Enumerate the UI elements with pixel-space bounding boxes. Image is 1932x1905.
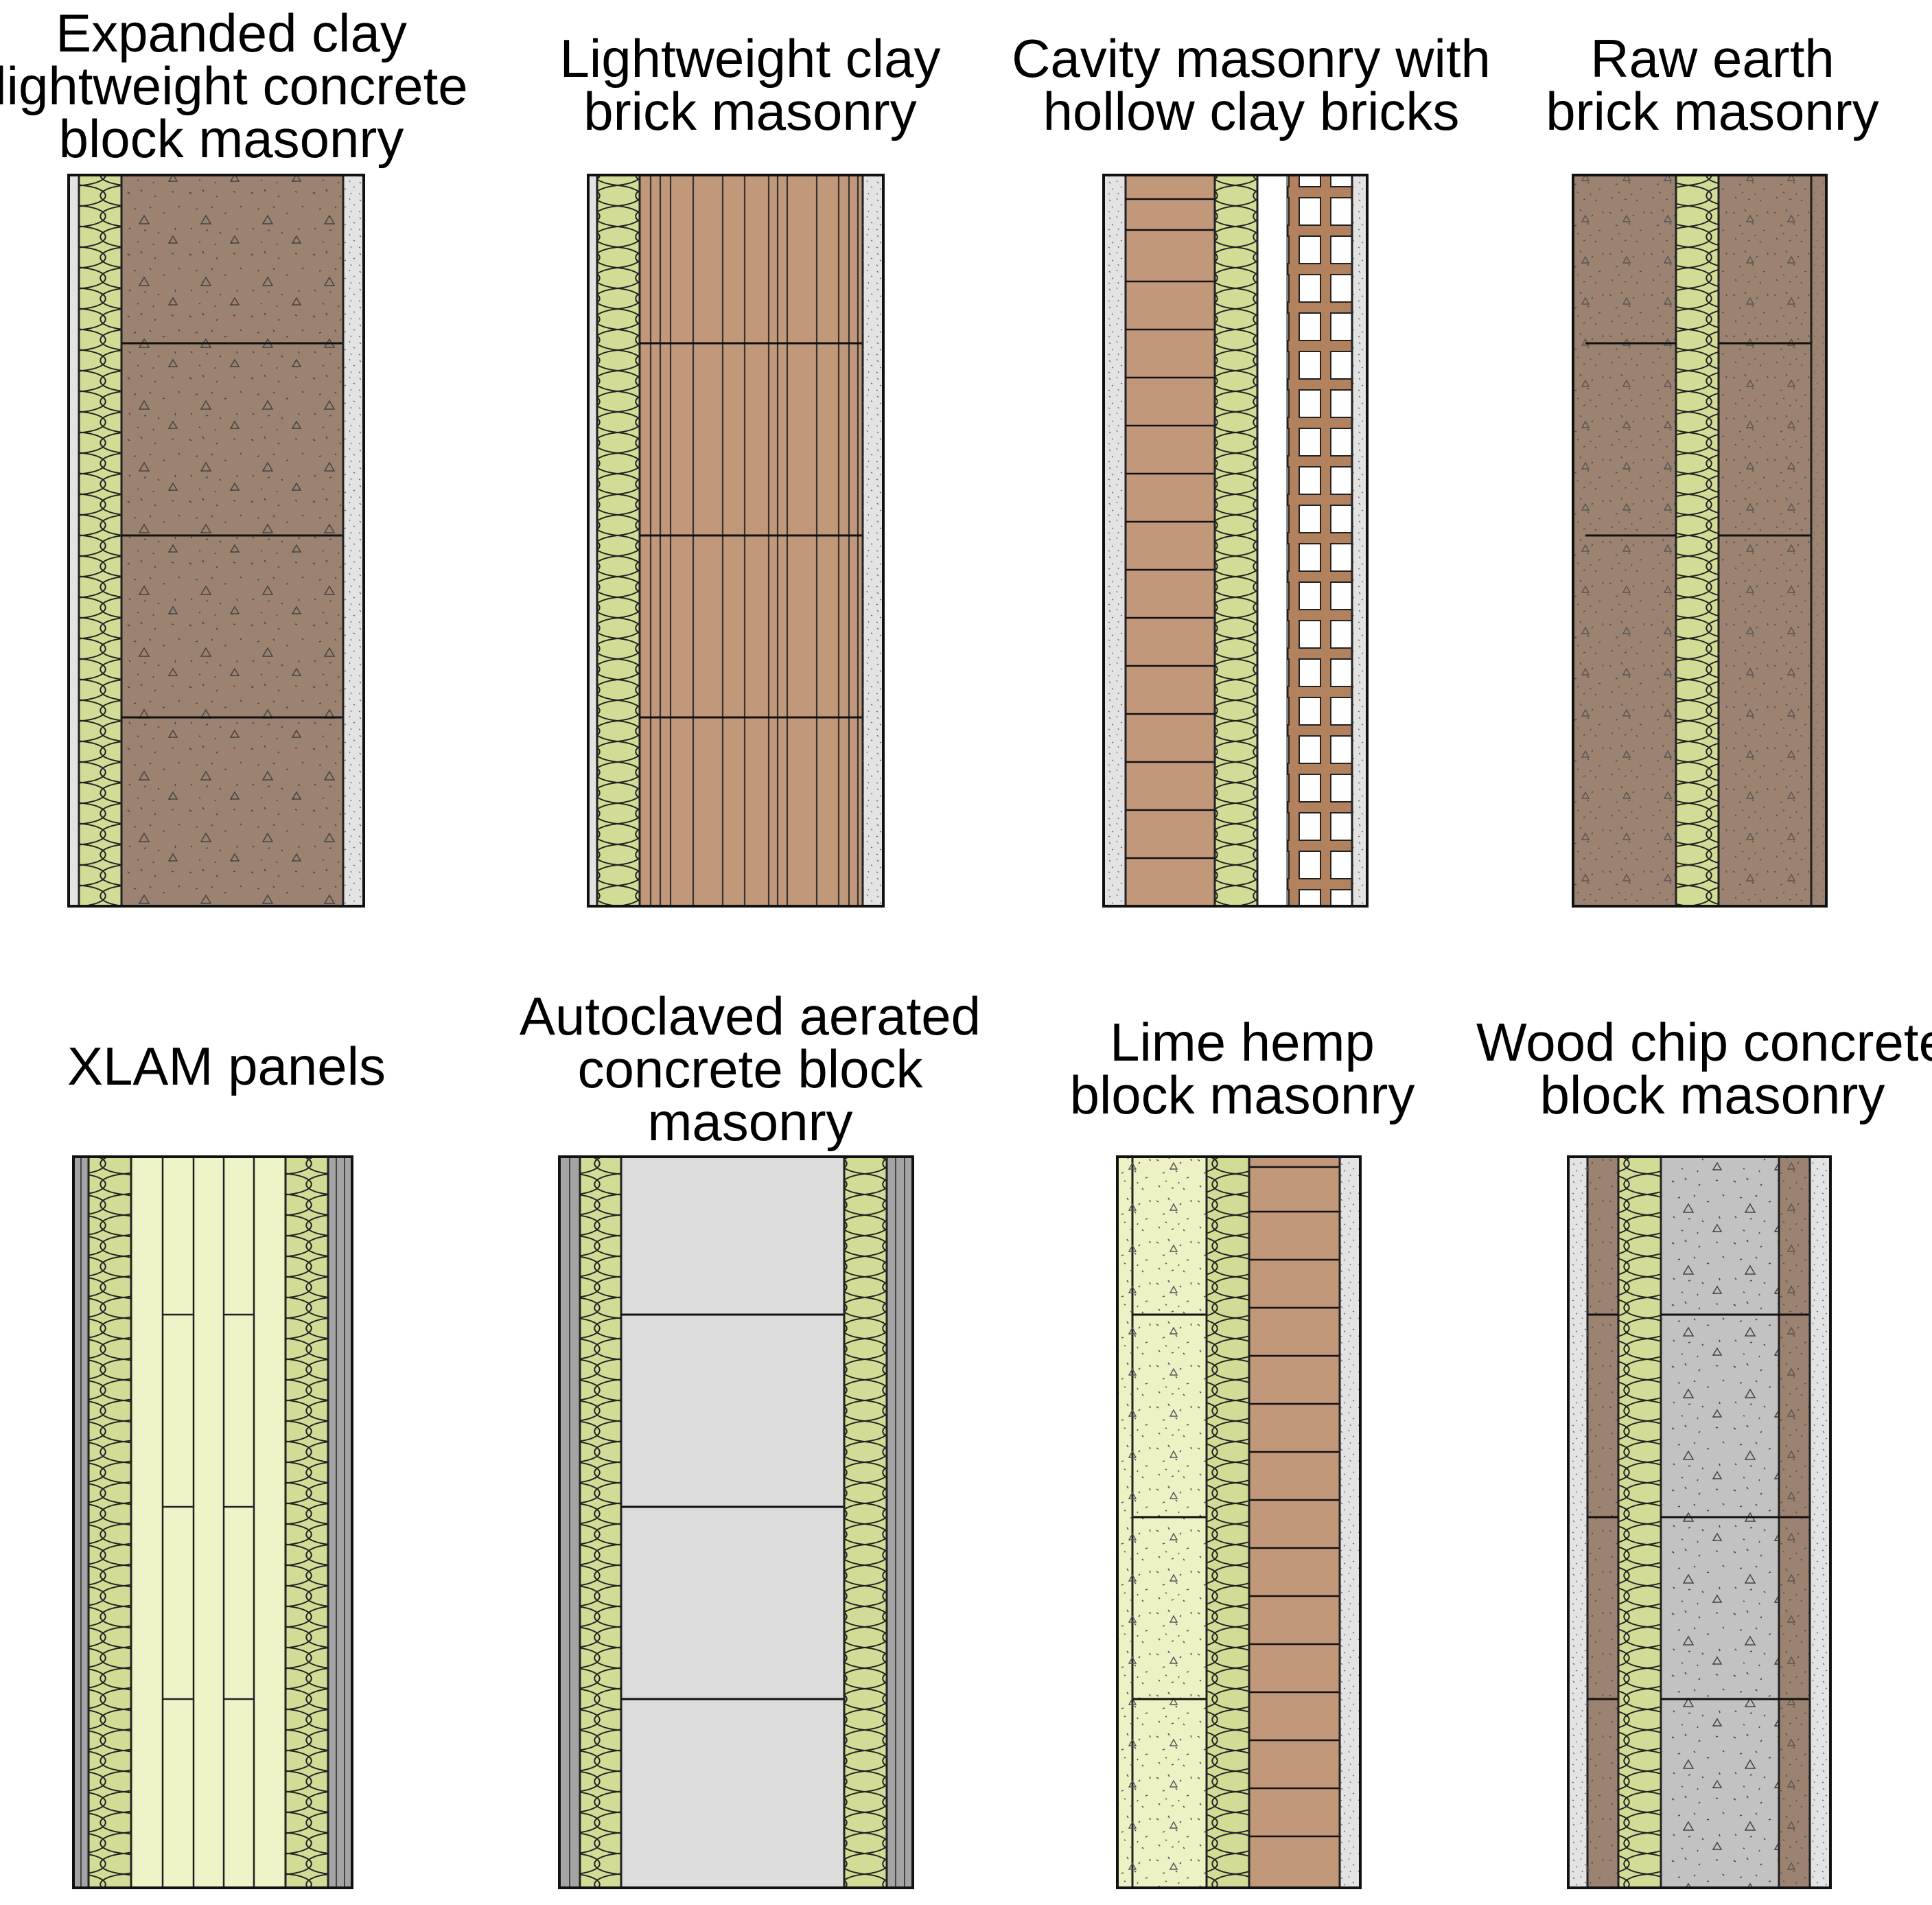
brick-courses [1249, 1166, 1340, 1838]
plaster-layer [67, 174, 80, 908]
section-title-autoclaved-aerated: Autoclaved aerated concrete block masonr… [520, 986, 981, 1152]
section-title-lime-hemp: Lime hemp block masonry [1070, 1012, 1415, 1125]
brick-courses [1126, 198, 1215, 859]
section-title-lightweight-clay-brick: Lightweight clay brick masonry [560, 28, 941, 141]
clay-brick-leaf [1124, 174, 1216, 908]
svg-text:block masonry: block masonry [1540, 1065, 1885, 1125]
svg-text:block masonry: block masonry [1070, 1065, 1415, 1125]
svg-text:lightweight concrete: lightweight concrete [0, 56, 468, 116]
svg-text:masonry: masonry [647, 1092, 852, 1152]
svg-text:Cavity masonry with: Cavity masonry with [1012, 28, 1491, 89]
block-joints [1587, 1313, 1810, 1700]
wall-section-lime-hemp [1116, 1155, 1362, 1889]
svg-text:Expanded clay: Expanded clay [56, 3, 407, 63]
brick-joints [640, 342, 863, 719]
wall-section-raw-earth-brick [1572, 174, 1828, 908]
brick-joints [1585, 342, 1811, 537]
wall-section-expanded-clay [67, 174, 365, 908]
section-title-wood-chip-concrete: Wood chip concrete block masonry [1476, 1012, 1932, 1125]
section-title-expanded-clay: Expanded clay lightweight concrete block… [0, 3, 468, 169]
brick-perforations [649, 175, 859, 906]
svg-text:Raw earth: Raw earth [1590, 28, 1835, 89]
svg-text:hollow clay bricks: hollow clay bricks [1043, 81, 1460, 141]
svg-text:Autoclaved aerated: Autoclaved aerated [520, 986, 981, 1046]
svg-text:Wood chip concrete: Wood chip concrete [1476, 1012, 1932, 1072]
section-title-cavity-hollow-clay: Cavity masonry with hollow clay bricks [1012, 28, 1491, 141]
wall-section-autoclaved-aerated [558, 1155, 914, 1889]
wall-section-cavity-hollow-clay [1102, 174, 1369, 908]
xlam-panel [130, 1155, 287, 1889]
xlam-lamellas [161, 1157, 255, 1888]
wall-section-lightweight-clay-brick [587, 174, 885, 908]
wall-section-wood-chip-concrete [1567, 1155, 1832, 1889]
cladding-layer [885, 1155, 914, 1889]
clay-brick-layer [1248, 1155, 1341, 1889]
svg-text:XLAM panels: XLAM panels [67, 1036, 386, 1096]
block-joints [621, 1313, 844, 1700]
air-cavity [1256, 174, 1289, 908]
cladding-layer [327, 1155, 353, 1889]
svg-text:Lightweight clay: Lightweight clay [560, 28, 941, 89]
block-joints [121, 342, 343, 719]
svg-text:brick masonry: brick masonry [1546, 81, 1878, 141]
section-title-xlam-panels: XLAM panels [67, 1036, 386, 1096]
svg-text:Lime hemp: Lime hemp [1110, 1012, 1375, 1072]
clay-brick-layer [638, 174, 864, 908]
section-title-raw-earth-brick: Raw earth brick masonry [1546, 28, 1878, 141]
block-joints [1132, 1313, 1207, 1700]
aerated-concrete-layer [620, 1155, 846, 1889]
svg-text:block masonry: block masonry [59, 108, 404, 169]
svg-text:brick masonry: brick masonry [583, 81, 916, 141]
svg-text:concrete block: concrete block [578, 1039, 924, 1099]
wall-section-xlam-panels [72, 1155, 353, 1889]
